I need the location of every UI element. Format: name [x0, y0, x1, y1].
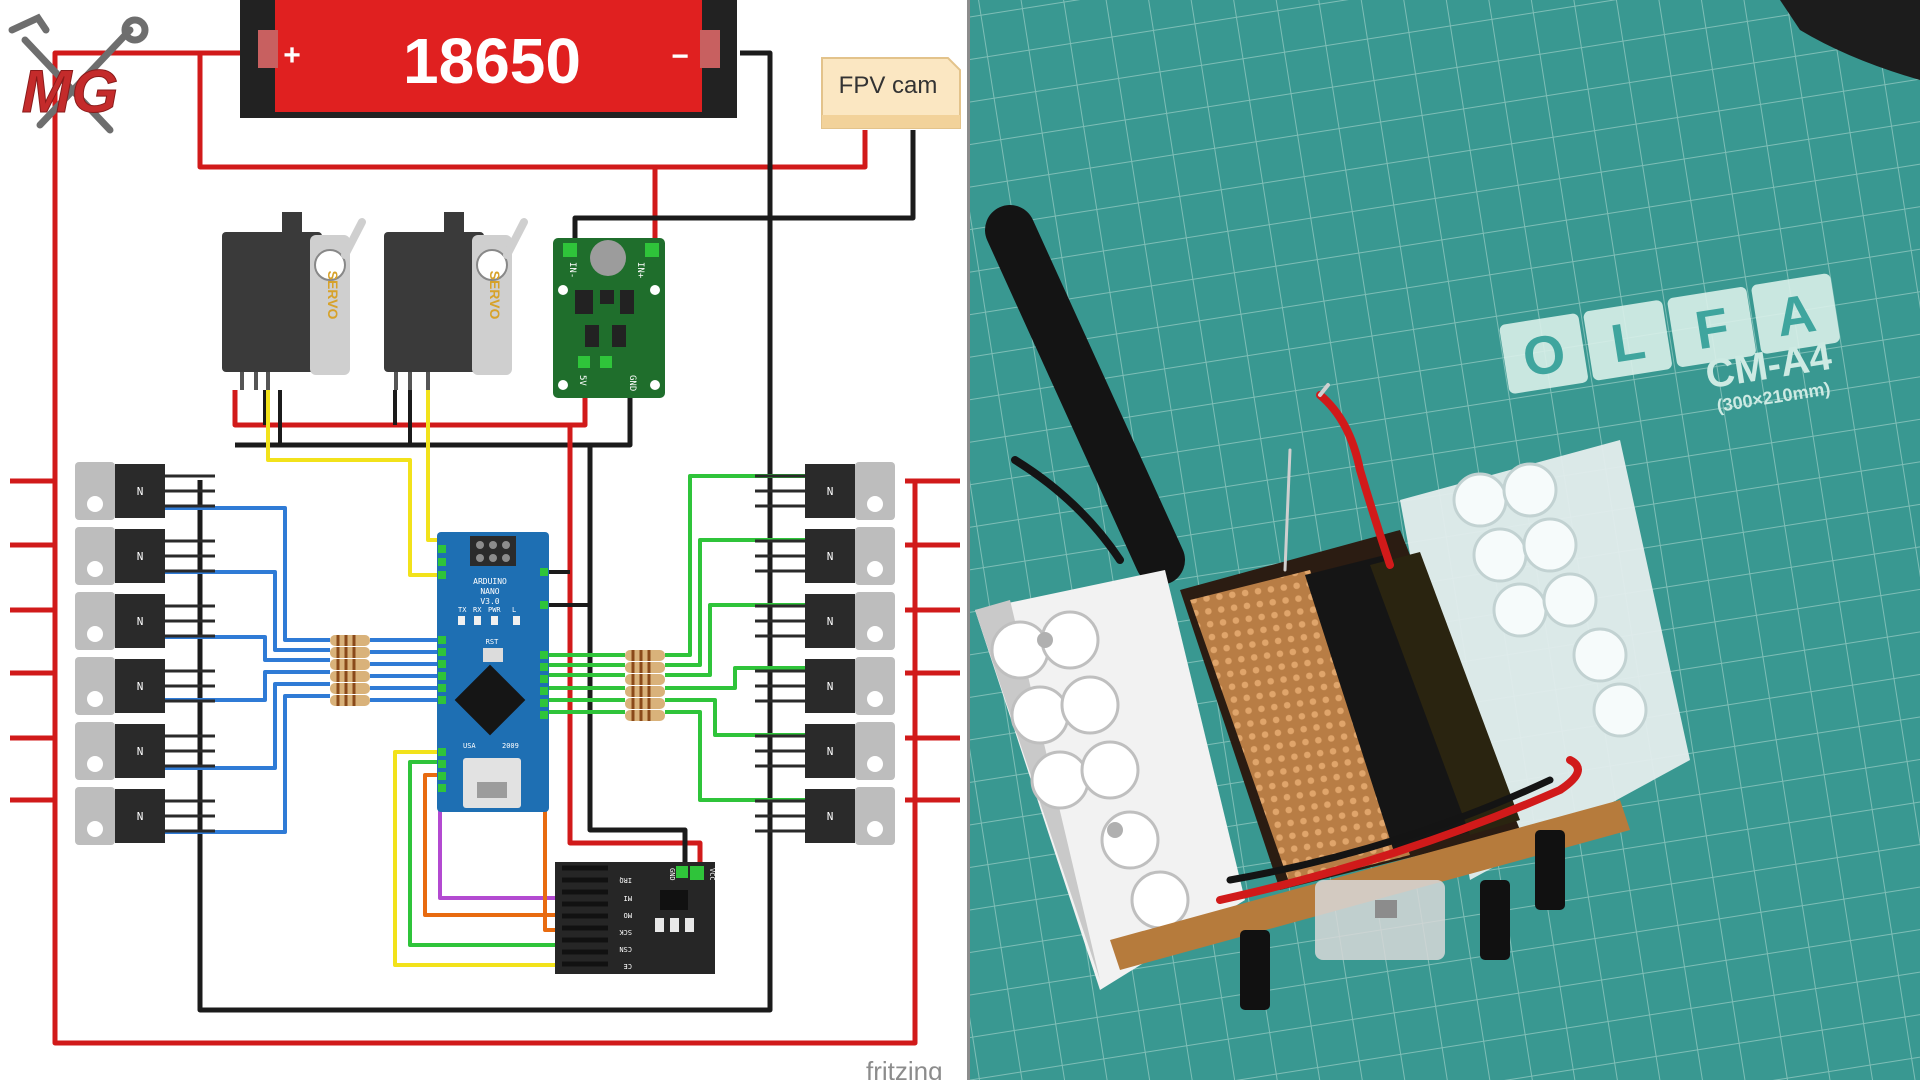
- mosfet-label: N: [827, 485, 834, 498]
- mat-letter-o: O: [1519, 323, 1570, 389]
- battery-minus-label: −: [671, 40, 689, 73]
- resistor[interactable]: [330, 671, 370, 682]
- mosfet[interactable]: [755, 462, 895, 520]
- battery-label: 18650: [403, 25, 581, 97]
- fpv-cam-note: FPV cam: [821, 57, 961, 129]
- nrf-pin-irq: IRQ: [619, 876, 632, 884]
- mosfet-label: N: [827, 810, 834, 823]
- nano-usa-label: USA: [463, 742, 476, 750]
- mosfet[interactable]: N: [75, 462, 215, 520]
- resistor-bank-left: [330, 635, 370, 706]
- mosfet-label: N: [827, 680, 834, 693]
- mosfet-column-right: N N N N N: [755, 462, 895, 845]
- mosfet[interactable]: [755, 527, 895, 585]
- mosfet[interactable]: [755, 657, 895, 715]
- terminal-block-left: [975, 570, 1245, 990]
- fpv-cam-label: FPV cam: [839, 72, 938, 99]
- mosfet-label: N: [827, 615, 834, 628]
- photo-wires: [1011, 383, 1582, 904]
- nano-led-l: L: [512, 606, 516, 614]
- nrf-pin-csn: CSN: [619, 945, 632, 953]
- nrf-pin-sck: SCK: [619, 928, 632, 936]
- servo-2[interactable]: SERVO: [384, 212, 528, 390]
- mosfet[interactable]: [755, 787, 895, 845]
- olfa-mat-logo: O L F A CM-A4 (300×210mm): [1499, 273, 1840, 416]
- boost-pin-5v: 5V: [577, 375, 587, 386]
- resistor[interactable]: [625, 662, 665, 673]
- nano-pin-row-left: [438, 545, 446, 792]
- mosfet-column-left: N N N N: [75, 462, 215, 845]
- resistor[interactable]: [625, 686, 665, 697]
- resistor[interactable]: [330, 647, 370, 658]
- photo-standoffs: [1240, 830, 1565, 1010]
- resistor[interactable]: [330, 695, 370, 706]
- power-wires: [10, 50, 960, 1046]
- fritzing-watermark: fritzing: [866, 1056, 943, 1080]
- wiring-diagram: 18650 + − FPV cam MG SE: [8, 0, 961, 1080]
- logo-text: MG: [22, 58, 119, 125]
- mosfet-label: N: [137, 680, 144, 693]
- nrf-pin-vcc: VCC: [708, 868, 716, 881]
- nano-year-label: 2009: [502, 742, 519, 750]
- mosfet[interactable]: N: [75, 592, 215, 650]
- mosfet[interactable]: N: [75, 527, 215, 585]
- nano-name-line-2: NANO: [480, 587, 499, 596]
- nrf-pin-gnd: GND: [668, 868, 676, 881]
- nrf24-radio-module[interactable]: GND VCC IRQ MI MO SCK CSN CE: [555, 862, 716, 974]
- hammer-wrench-icon: [8, 13, 149, 134]
- resistor[interactable]: [625, 674, 665, 685]
- mg-logo: MG: [8, 13, 149, 134]
- resistor[interactable]: [625, 698, 665, 709]
- servo-2-label: SERVO: [487, 271, 503, 320]
- nano-name-line-3: V3.0: [480, 597, 499, 606]
- boost-converter-module[interactable]: IN- IN+ 5V GND: [553, 238, 665, 398]
- resistor[interactable]: [625, 650, 665, 661]
- mosfet[interactable]: [755, 722, 895, 780]
- nano-rst-label: RST: [486, 638, 499, 646]
- nano-pin-row-right: [540, 568, 548, 719]
- mosfet-label: N: [827, 550, 834, 563]
- battery-plus-label: +: [283, 39, 301, 72]
- mosfet[interactable]: N: [75, 722, 215, 780]
- nano-led-pwr: PWR: [488, 606, 501, 614]
- mosfet-label: N: [137, 485, 144, 498]
- nrf-pin-mi: MI: [624, 894, 632, 902]
- mosfet-label: N: [137, 745, 144, 758]
- mat-letter-a: A: [1772, 283, 1820, 348]
- mosfet-label: N: [137, 615, 144, 628]
- mosfet-label: N: [137, 810, 144, 823]
- resistor[interactable]: [330, 635, 370, 646]
- antenna: [985, 205, 1185, 585]
- resistor-bank-right: [625, 650, 665, 721]
- photo-nano-usb: [1315, 880, 1445, 960]
- nano-led-tx: TX: [458, 606, 467, 614]
- servo-1[interactable]: SERVO: [222, 212, 366, 390]
- servo-1-label: SERVO: [325, 271, 341, 320]
- battery-18650[interactable]: 18650 + −: [240, 0, 737, 118]
- mosfet[interactable]: N: [75, 787, 215, 845]
- perfboard: [1180, 530, 1520, 890]
- nrf-pin-mo: MO: [624, 911, 632, 919]
- mosfet-label: N: [137, 550, 144, 563]
- nano-led-rx: RX: [473, 606, 482, 614]
- nrf-pin-ce: CE: [624, 962, 632, 970]
- boost-pin-gnd: GND: [627, 375, 637, 391]
- nano-name-line-1: ARDUINO: [473, 577, 507, 586]
- resistor[interactable]: [330, 659, 370, 670]
- boost-pin-in-plus: IN+: [635, 262, 645, 279]
- mosfet[interactable]: N: [75, 657, 215, 715]
- resistor[interactable]: [330, 683, 370, 694]
- arduino-nano[interactable]: ARDUINO NANO V3.0 TX RX PWR L RST USA 20…: [437, 532, 549, 812]
- mosfet[interactable]: [755, 592, 895, 650]
- boost-pin-in-minus: IN-: [567, 262, 577, 278]
- resistor[interactable]: [625, 710, 665, 721]
- mosfet-label: N: [827, 745, 834, 758]
